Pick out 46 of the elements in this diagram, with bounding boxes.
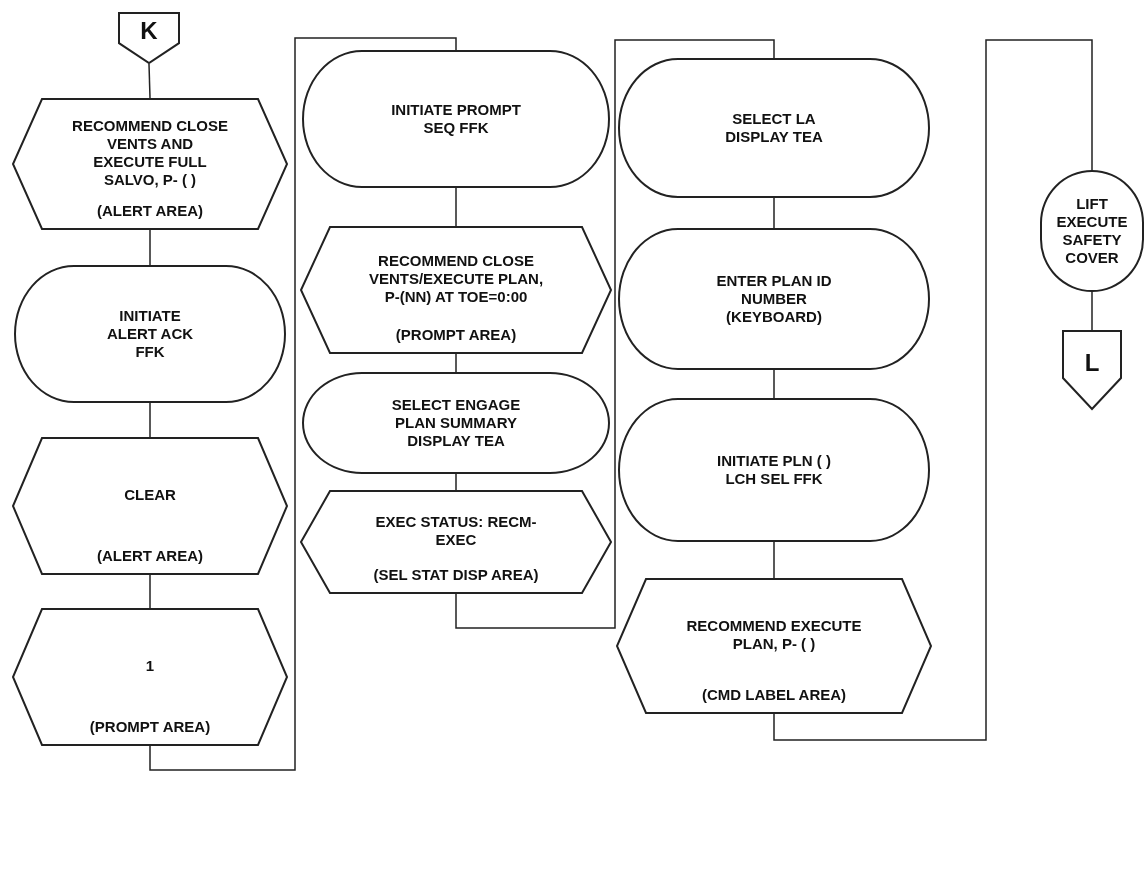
node-text: RECOMMEND EXECUTE PLAN, P- ( ) [685, 617, 863, 653]
off-page-connector [1062, 330, 1122, 410]
connector-line [455, 39, 775, 629]
node-text: (ALERT AREA) [96, 547, 204, 565]
node-text: RECOMMEND CLOSE VENTS/EXECUTE PLAN, P-(NN) AT TOE=0:00 [367, 252, 545, 306]
node-text: LIFT EXECUTE SAFETY COVER [1055, 195, 1129, 267]
node-text: (SEL STAT DISP AREA) [373, 566, 539, 584]
connector-line [773, 541, 775, 579]
rounded-box [618, 398, 930, 542]
connector-line [1091, 291, 1093, 331]
node-text: INITIATE PLN ( ) LCH SEL FFK [716, 452, 832, 488]
node-text: RECOMMEND CLOSE VENTS AND EXECUTE FULL SALVO, P- ( ) [72, 117, 228, 189]
connector-line [149, 574, 151, 609]
hexagon-box [12, 437, 288, 575]
node-text: INITIATE PROMPT SEQ FFK [390, 101, 522, 137]
node-text: EXEC STATUS: RECM-EXEC [374, 513, 538, 549]
connector-line [773, 369, 775, 399]
node-text: (PROMPT AREA) [395, 326, 517, 344]
connector-line [149, 229, 151, 266]
connector-line [773, 197, 775, 229]
hexagon-box [12, 608, 288, 746]
connector-line [455, 187, 457, 227]
connector-line [455, 353, 457, 373]
node-text: (CMD LABEL AREA) [701, 686, 847, 704]
rounded-box [618, 58, 930, 198]
node-text: INITIATE ALERT ACK FFK [105, 307, 195, 361]
node-text: SELECT LA DISPLAY TEA [724, 110, 824, 146]
node-text: 1 [145, 657, 155, 675]
node-text: (PROMPT AREA) [89, 718, 211, 736]
node-text: L [1084, 348, 1100, 378]
off-page-connector [118, 12, 180, 64]
connector-line [148, 63, 151, 99]
hexagon-box [300, 226, 612, 354]
node-text: (ALERT AREA) [96, 202, 204, 220]
hexagon-box [616, 578, 932, 714]
hexagon-box [12, 98, 288, 230]
node-text: ENTER PLAN ID NUMBER (KEYBOARD) [715, 272, 833, 326]
node-text: K [140, 16, 158, 46]
hexagon-box [300, 490, 612, 594]
node-text: CLEAR [124, 486, 176, 504]
connector-line [773, 39, 1093, 741]
node-text: SELECT ENGAGE PLAN SUMMARY DISPLAY TEA [390, 396, 522, 450]
rounded-box [618, 228, 930, 370]
connector-line [149, 37, 457, 771]
connector-line [149, 402, 151, 438]
connector-line [455, 473, 457, 491]
